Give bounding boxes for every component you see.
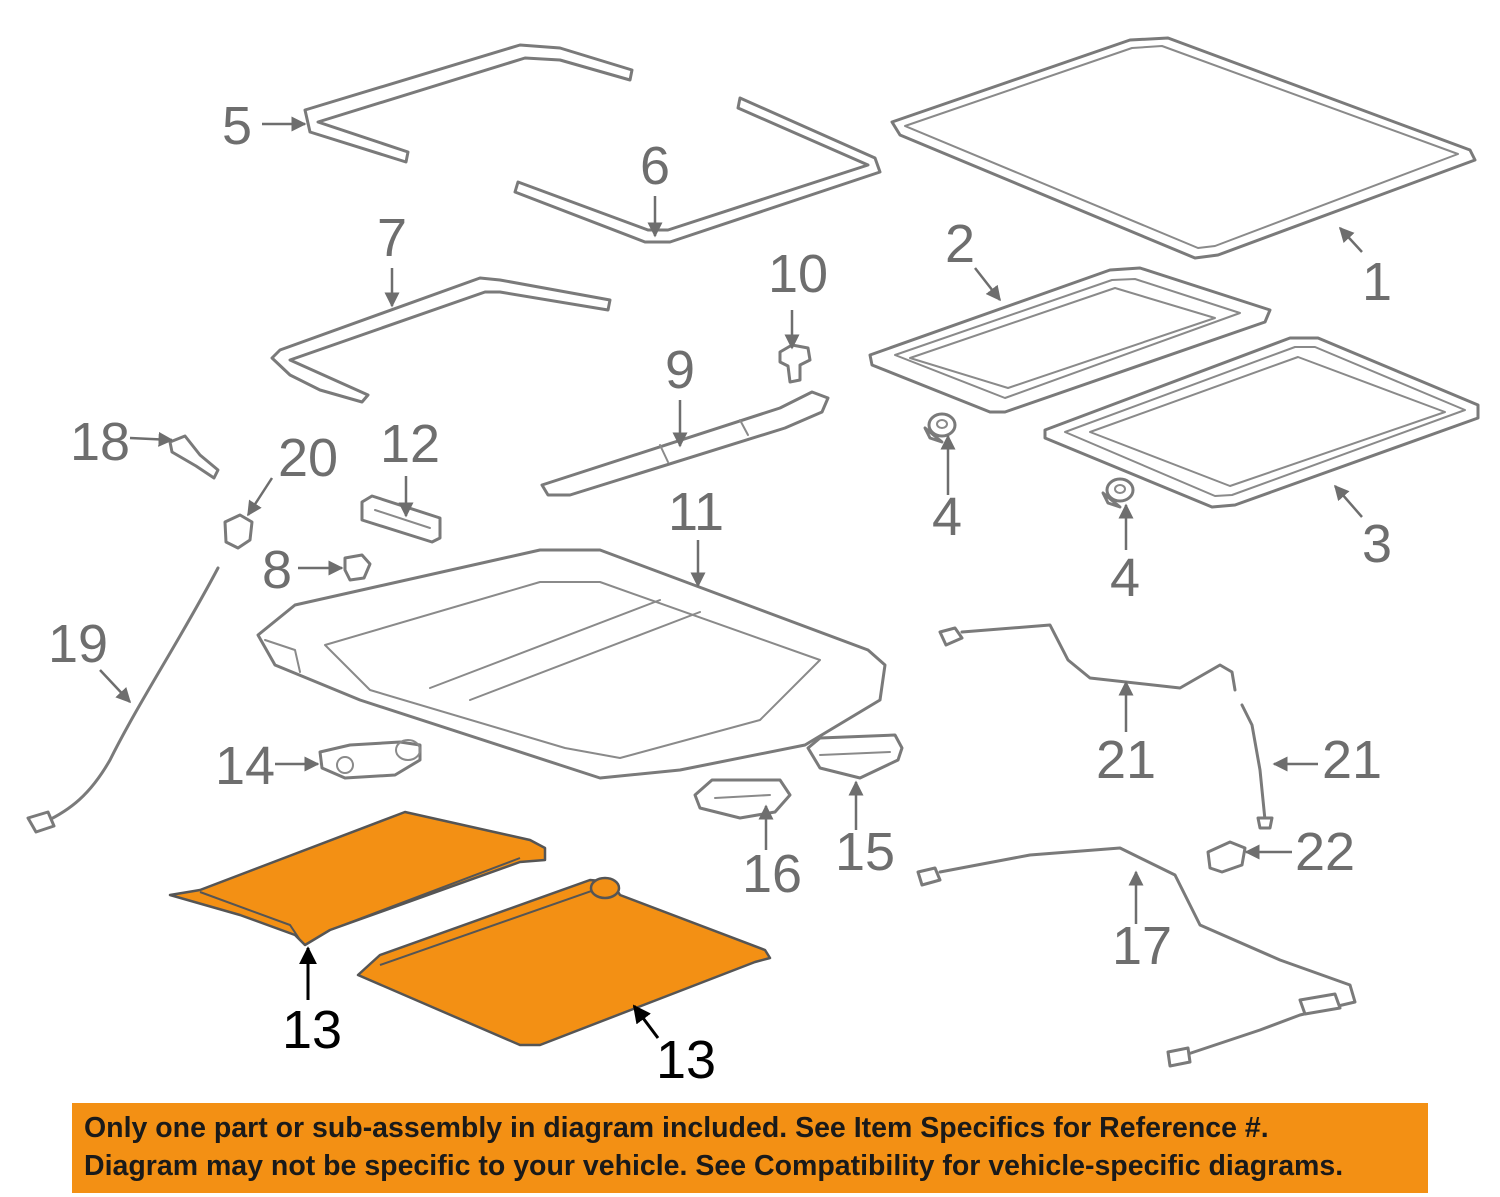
- callout-21-front: 21: [1096, 730, 1156, 790]
- callout-22: 22: [1295, 822, 1355, 882]
- notice-banner: Only one part or sub-assembly in diagram…: [72, 1103, 1428, 1193]
- leader-lines: [99, 116, 1363, 1039]
- part-5-seal: [303, 43, 634, 164]
- part-7-frame-seal: [270, 276, 612, 404]
- part-6-seal: [513, 96, 882, 244]
- callout-13-rear: 13: [656, 1030, 716, 1090]
- part-1-roof-panel: [890, 36, 1477, 260]
- part-14-motor: [318, 739, 422, 780]
- callout-19: 19: [48, 614, 108, 674]
- callout-5: 5: [222, 96, 252, 156]
- callout-17: 17: [1112, 916, 1172, 976]
- callout-4-upper: 4: [932, 487, 962, 547]
- callout-4-lower: 4: [1110, 548, 1140, 608]
- callout-21-rear: 21: [1322, 730, 1382, 790]
- part-10-clip: [778, 343, 812, 384]
- callout-9: 9: [665, 340, 695, 400]
- callout-labels: 1 2 3 4 4 5 6 7 8 9 10 11 12 13 13 14 15…: [48, 96, 1392, 1090]
- part-13-sunshade-front: [168, 810, 547, 947]
- part-16-bracket: [693, 778, 792, 820]
- part-8-clip: [343, 553, 372, 582]
- callout-12: 12: [380, 414, 440, 474]
- callout-18: 18: [70, 412, 130, 472]
- notice-line-2: Diagram may not be specific to your vehi…: [84, 1150, 1344, 1182]
- part-3-rear-glass: [1043, 336, 1480, 509]
- part-19-drain-hose: [26, 566, 220, 834]
- callout-2: 2: [945, 214, 975, 274]
- part-13-sunshade-rear: [356, 876, 772, 1047]
- part-4-bolt-lower: [1101, 477, 1135, 509]
- part-15-bracket: [806, 733, 904, 780]
- part-12-bracket: [360, 494, 442, 544]
- part-21-cable-front: [938, 623, 1237, 692]
- part-20-connector: [223, 513, 254, 550]
- part-4-bolt-upper: [923, 412, 957, 444]
- part-11-sunroof-frame: [256, 548, 887, 780]
- callout-8: 8: [262, 540, 292, 600]
- callout-1: 1: [1362, 252, 1392, 312]
- callout-10: 10: [768, 244, 828, 304]
- callout-20: 20: [278, 428, 338, 488]
- callout-14: 14: [215, 736, 275, 796]
- callout-3: 3: [1362, 514, 1392, 574]
- part-17-harness: [916, 846, 1357, 1068]
- callout-11: 11: [668, 482, 724, 542]
- callout-16: 16: [742, 844, 802, 904]
- callout-6: 6: [640, 136, 670, 196]
- callout-7: 7: [377, 208, 407, 268]
- part-18-fitting: [168, 434, 220, 480]
- callout-15: 15: [835, 822, 895, 882]
- part-2-front-glass: [868, 266, 1272, 414]
- part-9-deflector: [540, 390, 830, 497]
- part-21-cable-rear: [1240, 703, 1274, 830]
- notice-line-1: Only one part or sub-assembly in diagram…: [84, 1112, 1269, 1144]
- callout-13-front: 13: [282, 1000, 342, 1060]
- part-22-connector: [1206, 840, 1247, 874]
